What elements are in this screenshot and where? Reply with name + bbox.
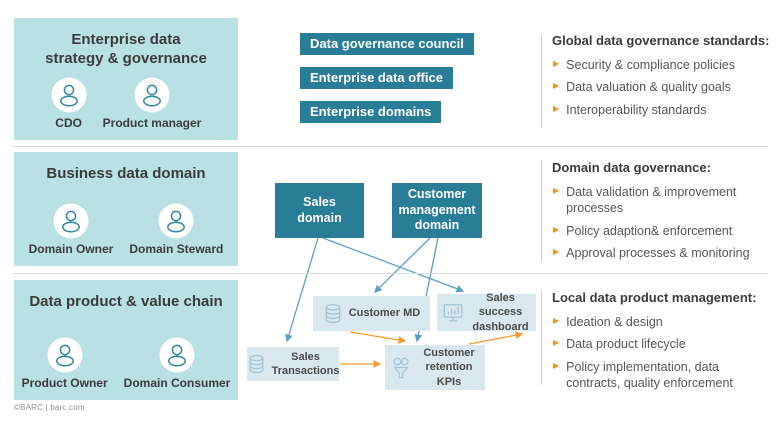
section-heading: Local data product management: — [552, 290, 757, 305]
bullet-item: ▶ Data valuation & quality goals — [552, 79, 776, 95]
panel-title: Data product & value chain — [29, 293, 223, 310]
dashboard-icon — [443, 303, 463, 321]
triangle-bullet-icon: ▶ — [553, 59, 560, 68]
database-icon — [249, 354, 264, 373]
product-label: Customer retention KPIs — [423, 347, 475, 388]
arrow-salesdomain-to-salestransactions — [285, 237, 319, 343]
section-local-data-product-management: Local data product management: ▶ Ideatio… — [552, 290, 776, 391]
arrow-custdomain-to-customermd — [374, 237, 431, 293]
role-domain-owner: Domain Owner — [28, 203, 114, 256]
roles-row: Product Owner Domain Consumer — [22, 337, 231, 390]
row-separator — [12, 273, 768, 274]
box-sales-success-dashboard: Sales success dashboard — [437, 292, 536, 333]
bullet-text: Security & compliance policies — [566, 58, 735, 72]
panel-business-data-domain: Business data domain Domain Owner Domain… — [14, 152, 238, 266]
bullet-list: ▶ Security & compliance policies ▶ Data … — [552, 57, 776, 118]
person-icon — [134, 77, 170, 113]
role-label: CDO — [55, 116, 82, 130]
person-icon — [159, 337, 195, 373]
triangle-bullet-icon: ▶ — [553, 338, 560, 348]
bullet-text: Data validation & improvement processes — [566, 185, 737, 216]
bullet-item: ▶ Ideation & design — [552, 314, 776, 330]
box-enterprise-domains: Enterprise domains — [300, 101, 442, 123]
panel-data-product-value-chain: Data product & value chain Product Owner… — [14, 280, 238, 400]
section-divider — [541, 290, 542, 385]
section-divider — [541, 35, 542, 128]
bullet-text: Ideation & design — [566, 315, 663, 329]
copyright-footer: ©BARC | barc.com — [14, 403, 85, 412]
bullet-list: ▶ Ideation & design ▶ Data product lifec… — [552, 314, 776, 391]
section-divider — [541, 160, 542, 262]
section-global-governance-standards: Global data governance standards: ▶ Secu… — [552, 33, 776, 118]
box-sales-domain: Sales domain — [275, 183, 364, 238]
bullet-text: Policy implementation, data contracts, q… — [566, 359, 733, 390]
triangle-bullet-icon: ▶ — [553, 316, 560, 325]
bullet-item: ▶ Policy implementation, data contracts,… — [552, 359, 776, 392]
bullet-text: Approval processes & monitoring — [566, 245, 750, 260]
person-icon — [51, 77, 87, 113]
box-customer-management-domain: Customer management domain — [392, 183, 482, 238]
triangle-bullet-icon: ▶ — [553, 224, 560, 234]
triangle-bullet-icon: ▶ — [553, 360, 560, 370]
box-enterprise-data-office: Enterprise data office — [300, 67, 453, 89]
bullet-item: ▶ Security & compliance policies — [552, 57, 776, 73]
box-sales-transactions: Sales Transactions — [247, 347, 339, 381]
section-heading: Domain data governance: — [552, 160, 711, 175]
arrow-kpis-to-dashboard — [468, 331, 524, 345]
panel-title: Enterprise data strategy & governance — [45, 31, 207, 67]
panel-enterprise-governance: Enterprise data strategy & governance CD… — [14, 18, 238, 140]
bullet-text: Policy adaption& enforcement — [566, 223, 733, 238]
row-separator — [12, 146, 768, 147]
role-domain-consumer: Domain Consumer — [123, 337, 231, 390]
bullet-item: ▶ Interoperability standards — [552, 102, 776, 118]
roles-row: CDO Product manager — [51, 77, 202, 130]
role-label: Product manager — [102, 116, 202, 130]
product-label: Sales success dashboard — [472, 292, 529, 333]
role-domain-steward: Domain Steward — [129, 203, 223, 256]
bullet-text: Data product lifecycle — [566, 337, 686, 352]
box-customer-retention-kpis: Customer retention KPIs — [385, 345, 485, 390]
product-label: Sales Transactions — [271, 350, 340, 377]
bullet-item: ▶ Policy adaption& enforcement — [552, 223, 776, 239]
product-label: Customer MD — [348, 307, 421, 320]
bullet-text: Data valuation & quality goals — [566, 80, 731, 95]
box-data-governance-council: Data governance council — [300, 33, 474, 55]
section-heading: Global data governance standards: — [552, 33, 770, 48]
roles-row: Domain Owner Domain Steward — [28, 203, 223, 256]
bullet-text: Interoperability standards — [566, 102, 707, 117]
role-label: Product Owner — [21, 376, 108, 390]
role-label: Domain Owner — [28, 242, 114, 256]
role-label: Domain Steward — [129, 242, 224, 256]
bullet-item: ▶ Data validation & improvement processe… — [552, 184, 776, 217]
role-product-owner: Product Owner — [22, 337, 108, 390]
person-icon — [158, 203, 194, 239]
arrow-salesdomain-to-dashboard — [322, 237, 465, 293]
bullet-item: ▶ Approval processes & monitoring — [552, 245, 776, 261]
arrow-customermd-to-kpis — [349, 331, 407, 344]
person-icon — [47, 337, 83, 373]
role-product-manager: Product manager — [102, 77, 202, 130]
person-icon — [53, 203, 89, 239]
funnel-icon — [393, 357, 409, 378]
triangle-bullet-icon: ▶ — [553, 103, 560, 113]
triangle-bullet-icon: ▶ — [553, 81, 560, 91]
role-label: Domain Consumer — [123, 376, 231, 390]
role-cdo: CDO — [51, 77, 87, 130]
bullet-item: ▶ Data product lifecycle — [552, 336, 776, 352]
triangle-bullet-icon: ▶ — [553, 246, 560, 256]
bullet-list: ▶ Data validation & improvement processe… — [552, 184, 776, 261]
box-customer-md: Customer MD — [313, 296, 430, 331]
database-icon — [325, 303, 341, 323]
panel-title: Business data domain — [46, 165, 206, 182]
triangle-bullet-icon: ▶ — [553, 186, 560, 195]
section-domain-data-governance: Domain data governance: ▶ Data validatio… — [552, 160, 776, 261]
